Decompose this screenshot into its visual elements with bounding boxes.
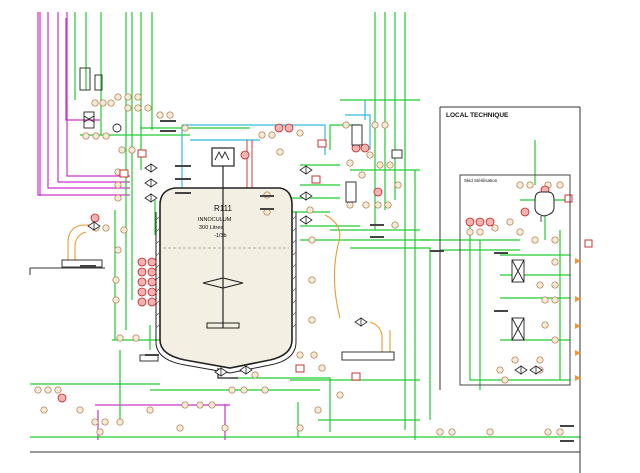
skid-column-2[interactable] [511,317,525,341]
skid-column-1[interactable] [511,259,525,283]
motor-symbol [214,150,230,161]
alarm-instruments [57,123,550,403]
instrument-bubbles [34,93,564,436]
drain-lines [67,214,391,355]
outlet-arrows [575,258,581,381]
gas-lines [37,12,230,440]
vessel-jacket [155,212,297,374]
vessel-pressure: -1/3b [214,233,227,239]
vessel-r111[interactable]: R111 INNOCULUM 300 Litres -1/3b [155,147,297,379]
skid-box [459,174,571,386]
filter-housings[interactable] [345,124,403,203]
vessel-tag: R111 [214,204,232,213]
vessel-capacity: 300 Litres [199,225,223,231]
tag-boxes [119,139,593,381]
vessel-body [159,187,293,369]
local-technique-room: LOCAL TECHNIQUE Skid Stérilisation [446,112,571,386]
filter-assembly[interactable] [79,67,122,133]
agitator-bearing [206,322,240,329]
vessel-name: INNOCULUM [198,217,232,223]
valves[interactable] [87,163,543,377]
jacket-hatch [155,215,297,329]
skid-vessel[interactable] [534,191,555,222]
drain-collectors [61,259,395,362]
line-number-tags [80,120,574,442]
agitator-impeller [202,277,244,289]
room-title: LOCAL TECHNIQUE [446,112,509,119]
frame-lines [29,106,581,473]
skid-title: Skid Stérilisation [464,178,498,183]
